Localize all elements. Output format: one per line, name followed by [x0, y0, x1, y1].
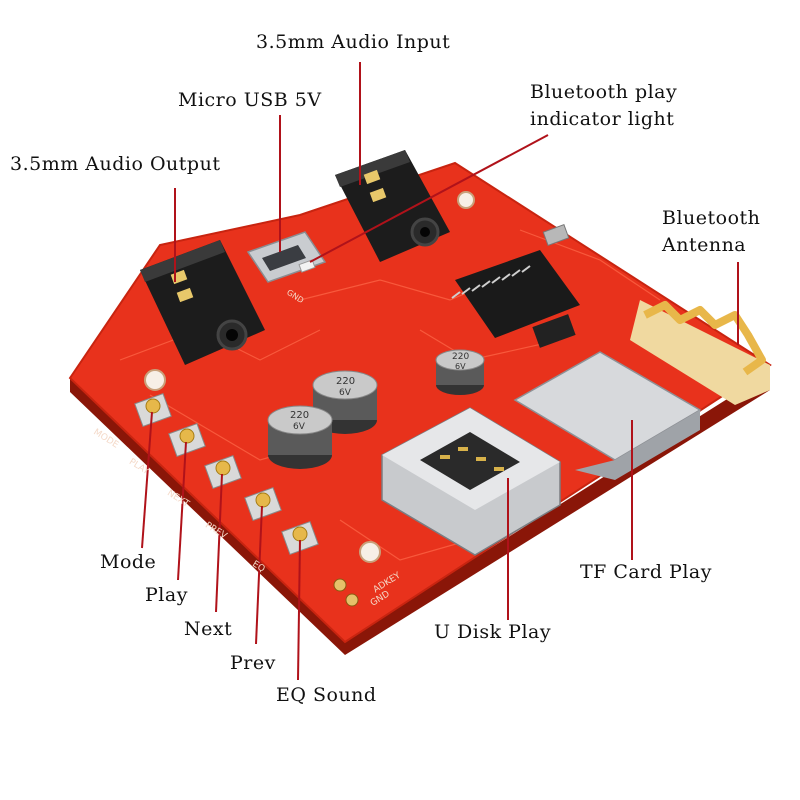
bluetooth-indicator-led	[298, 259, 316, 273]
audio-output-jack	[140, 240, 265, 365]
leader-play	[177, 441, 187, 581]
label-play: Play	[145, 584, 188, 606]
label-bt-indicator-2: indicator light	[530, 108, 675, 130]
micro-usb-connector	[246, 231, 327, 283]
label-audio-output: 3.5mm Audio Output	[10, 153, 221, 175]
mode-button[interactable]	[134, 392, 172, 428]
crystal	[542, 224, 570, 246]
label-micro-usb: Micro USB 5V	[178, 89, 322, 111]
label-next: Next	[184, 618, 233, 640]
main-ic-chip	[451, 250, 580, 338]
pcb-board	[68, 161, 772, 644]
label-bt-antenna-1: Bluetooth	[662, 207, 761, 229]
label-bt-indicator-1: Bluetooth play	[530, 81, 678, 103]
tf-card-slot	[513, 351, 702, 480]
label-mode: Mode	[100, 551, 157, 573]
bluetooth-antenna	[630, 300, 770, 405]
silk-cap1b: 6V	[339, 388, 351, 398]
label-u-disk: U Disk Play	[434, 621, 552, 643]
eq-button[interactable]	[281, 520, 319, 556]
leader-prev	[255, 505, 263, 645]
label-tf-card: TF Card Play	[580, 561, 712, 583]
capacitor-3	[435, 349, 485, 395]
leader-bt-indicator	[309, 134, 549, 263]
label-eq: EQ Sound	[276, 684, 377, 706]
silk-cap2b: 6V	[293, 422, 305, 432]
usb-a-port	[381, 407, 561, 556]
mounting-holes	[144, 191, 475, 563]
play-button[interactable]	[168, 422, 206, 458]
adkey-header	[333, 578, 359, 607]
leader-eq	[297, 539, 301, 681]
leader-mode	[141, 411, 153, 549]
label-bt-antenna-2: Antenna	[662, 234, 747, 256]
label-audio-input: 3.5mm Audio Input	[256, 31, 451, 53]
label-prev: Prev	[230, 652, 276, 674]
prev-button[interactable]	[244, 486, 282, 522]
capacitor-2	[267, 405, 333, 469]
leader-lines	[141, 62, 739, 681]
silk-cap2: 220	[290, 410, 310, 421]
silk-cap1: 220	[336, 376, 356, 387]
silk-cap3: 220	[452, 352, 470, 362]
silk-cap3b: 6V	[455, 362, 466, 371]
next-button[interactable]	[204, 454, 242, 490]
small-ic-chip	[532, 314, 576, 348]
leader-next	[215, 473, 223, 613]
audio-input-jack	[335, 150, 450, 262]
